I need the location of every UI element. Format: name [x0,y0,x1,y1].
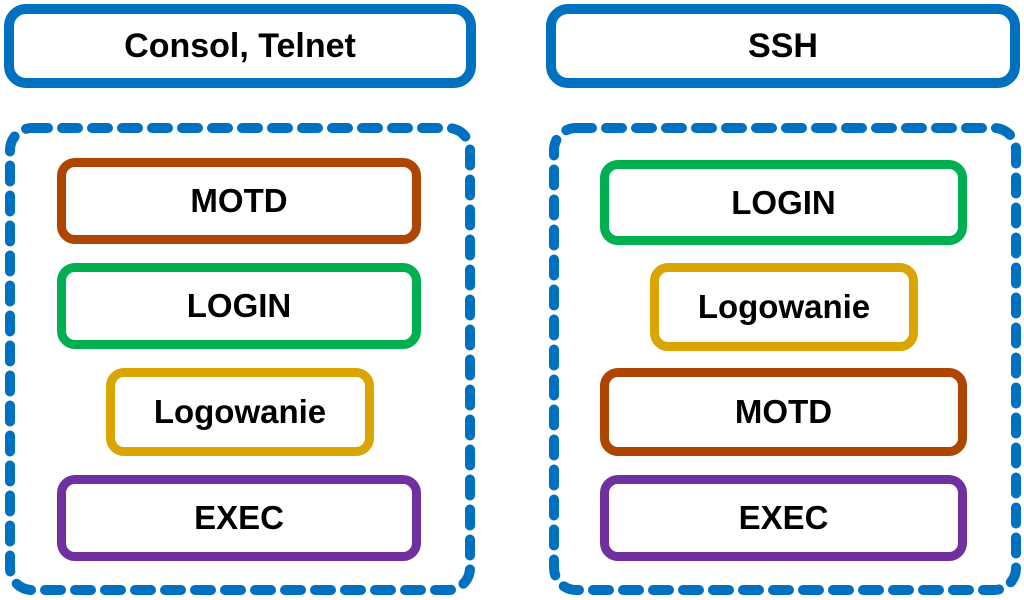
step-motd: MOTD [57,158,421,244]
header-ssh: SSH [546,4,1020,88]
step-label: EXEC [194,499,284,536]
step-logowanie: Logowanie [650,263,918,351]
step-login: LOGIN [600,160,967,245]
step-exec: EXEC [600,475,967,561]
step-logowanie: Logowanie [106,368,374,456]
step-label: Logowanie [153,393,327,430]
step-login: LOGIN [57,263,421,349]
step-label: MOTD [734,393,833,430]
step-label: LOGIN [186,287,292,324]
step-exec: EXEC [57,475,421,561]
header-label: Consol, Telnet [124,26,356,65]
step-label: EXEC [738,499,829,536]
step-motd: MOTD [600,368,967,456]
header-label: SSH [748,26,818,65]
header-consol-telnet: Consol, Telnet [4,4,476,88]
step-label: Logowanie [697,288,871,325]
step-label: MOTD [190,182,288,219]
step-label: LOGIN [731,183,836,221]
